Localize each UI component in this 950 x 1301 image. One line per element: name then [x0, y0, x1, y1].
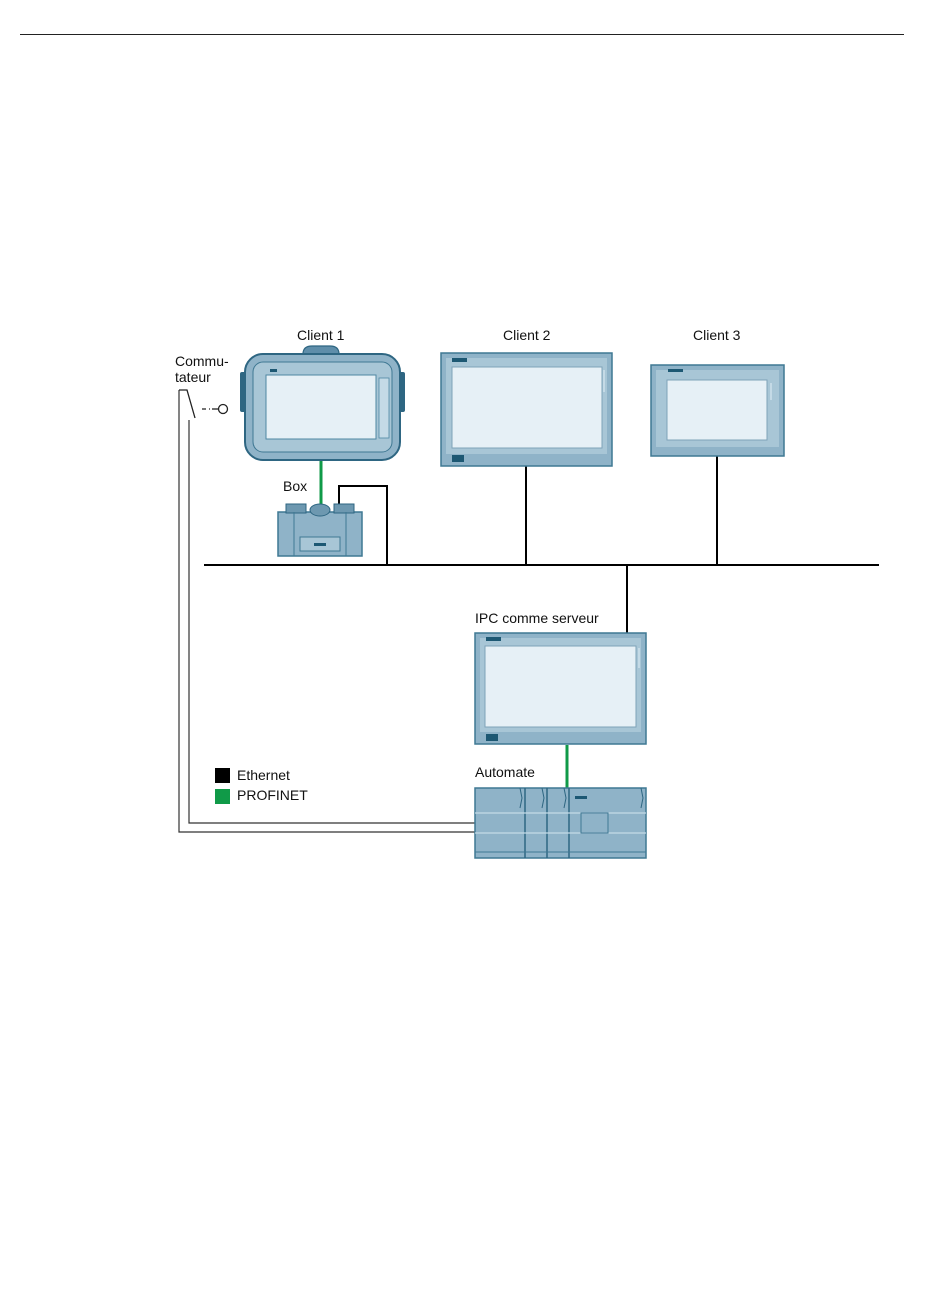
legend: Ethernet PROFINET: [215, 767, 308, 804]
legend-swatch-ethernet: [215, 768, 230, 783]
touch-panel-icon[interactable]: [651, 365, 784, 456]
legend-swatch-profinet: [215, 789, 230, 804]
client1-label: Client 1: [297, 327, 345, 343]
box-label: Box: [283, 478, 307, 494]
panel-pc-icon[interactable]: [441, 353, 612, 466]
switch-symbol-icon: [179, 390, 228, 418]
client2-label: Client 2: [503, 327, 551, 343]
client3-label: Client 3: [693, 327, 741, 343]
ipc-server-label: IPC comme serveur: [475, 610, 599, 626]
connection-box-icon[interactable]: [278, 504, 362, 556]
mobile-panel-icon[interactable]: [240, 346, 405, 460]
industrial-pc-icon[interactable]: [475, 633, 646, 744]
switch-label-line1: Commu-: [175, 353, 229, 369]
switch-label-line2: tateur: [175, 369, 211, 385]
plc-label: Automate: [475, 764, 535, 780]
legend-label-ethernet: Ethernet: [237, 767, 290, 783]
switch-wire-inner: [189, 420, 475, 823]
legend-label-profinet: PROFINET: [237, 787, 308, 803]
plc-controller-icon[interactable]: [475, 788, 646, 858]
